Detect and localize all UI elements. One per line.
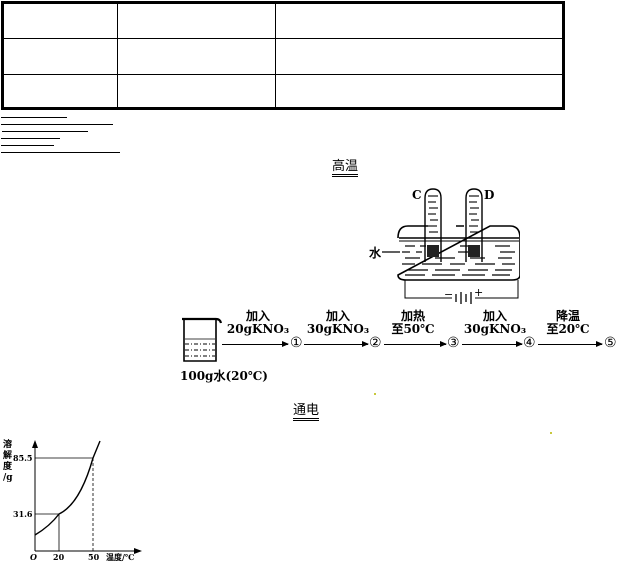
y-label-char: /g — [3, 473, 13, 483]
condition-electrify: 通电 — [293, 404, 320, 421]
answer-blank-line — [1, 124, 113, 125]
flow-arrow-icon — [462, 341, 523, 347]
flow-step-4-action: 加入 — [482, 309, 507, 323]
solubility-curve-chart — [32, 440, 142, 554]
flow-step-1-label: 加入 20gKNO₃ — [224, 310, 292, 336]
y-tick-31-6: 31.6 — [13, 509, 33, 519]
flow-step-2-label: 加入 30gKNO₃ — [304, 310, 372, 336]
table-cell — [117, 38, 276, 75]
y-tick-85-5: 85.5 — [13, 453, 33, 463]
table-cell — [2, 38, 118, 75]
flow-step-4-label: 加入 30gKNO₃ — [460, 310, 530, 336]
y-label-char: 度 — [3, 462, 13, 472]
battery-minus-label: − — [444, 288, 454, 301]
solubility-chart: 溶 解 度 /g 85.5 31.6 O 20 50 温度/℃ — [0, 438, 145, 562]
kno3-dissolution-flow: 100g水(20℃) 加入 20gKNO₃ ① 加入 30gKNO₃ ② 加热 … — [170, 305, 628, 390]
flow-step-5-label: 降温 至20℃ — [538, 310, 598, 336]
table-cell — [275, 38, 564, 75]
stray-dot — [550, 432, 552, 434]
flow-arrow-icon — [384, 341, 447, 347]
answer-blank-line — [1, 117, 67, 118]
answer-blank-line — [2, 131, 88, 132]
flow-step-3-condition: 至50℃ — [391, 322, 435, 336]
flow-step-2-action: 加入 — [325, 309, 350, 323]
y-axis-label: 溶 解 度 /g — [3, 440, 13, 484]
flow-step-5-condition: 至20℃ — [546, 322, 590, 336]
answer-blank-line — [1, 138, 60, 139]
electrolysis-diagram: C D 水 − + — [360, 180, 521, 305]
flow-arrow-icon — [222, 341, 289, 347]
table-cell — [275, 2, 564, 39]
flow-arrow-icon — [304, 341, 369, 347]
flow-step-3-action: 加热 — [400, 309, 425, 323]
x-tick-20: 20 — [53, 552, 65, 562]
flow-state-2: ② — [369, 335, 382, 351]
table-cell — [117, 74, 276, 109]
table-cell — [2, 2, 118, 39]
flow-state-1: ① — [290, 335, 303, 351]
condition-high-temp: 高温 — [332, 160, 359, 177]
flow-step-3-label: 加热 至50℃ — [384, 310, 442, 336]
table-cell — [275, 74, 564, 109]
flow-step-4-amount: 30gKNO₃ — [463, 322, 527, 336]
beaker-icon — [182, 317, 222, 362]
electrolysis-apparatus-icon — [382, 188, 521, 304]
flow-state-4: ④ — [523, 335, 536, 351]
y-label-char: 溶 — [3, 440, 13, 450]
flow-state-3: ③ — [447, 335, 460, 351]
answer-table — [1, 1, 565, 110]
flow-step-2-amount: 30gKNO₃ — [306, 322, 370, 336]
tube-label-d: D — [484, 188, 495, 202]
x-axis-label: 温度/℃ — [106, 552, 135, 562]
flow-arrow-icon — [538, 341, 603, 347]
flow-state-5: ⑤ — [604, 335, 617, 351]
y-label-char: 解 — [3, 451, 13, 461]
water-label: 水 — [369, 246, 382, 260]
battery-plus-label: + — [474, 286, 484, 299]
stray-dot — [374, 393, 376, 395]
flow-step-5-action: 降温 — [555, 309, 580, 323]
tube-label-c: C — [412, 188, 422, 202]
table-cell — [2, 74, 118, 109]
flow-step-1-action: 加入 — [245, 309, 270, 323]
answer-blank-line — [1, 145, 54, 146]
beaker-caption: 100g水(20℃) — [180, 369, 268, 383]
flow-step-1-amount: 20gKNO₃ — [226, 322, 290, 336]
table-cell — [117, 2, 276, 39]
answer-blank-line — [1, 152, 120, 153]
x-tick-50: 50 — [88, 552, 100, 562]
origin-label: O — [30, 552, 37, 562]
